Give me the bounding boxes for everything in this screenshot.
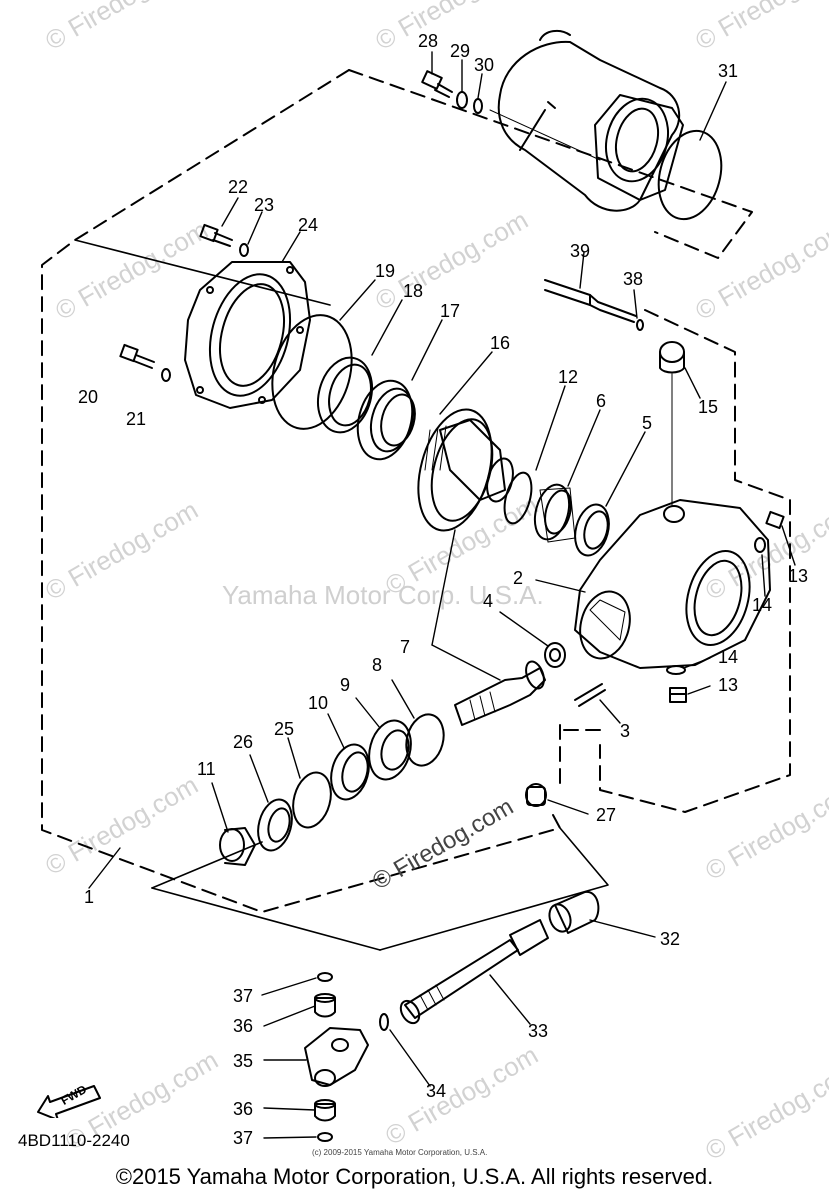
callout-34: 34 [426,1081,447,1101]
bearing-9 [368,719,412,781]
plug-15 [659,341,685,374]
leader-lines [88,51,796,1139]
callout-3: 3 [620,721,631,741]
callout-9: 9 [340,675,351,695]
seal-5 [574,503,610,557]
yoke-35 [304,1027,369,1087]
callout-36-lower: 36 [233,1099,254,1119]
bolt-20 [119,343,155,369]
washer-14-lower [666,665,686,675]
callout-19: 19 [375,261,396,281]
callout-27: 27 [596,805,617,825]
bearing-6 [533,483,576,543]
forward-arrow-icon [37,1085,101,1118]
callout-20: 20 [78,387,99,407]
nut-27 [525,783,547,807]
callout-14-upper: 14 [752,595,773,615]
clip-37-lower [317,1132,333,1142]
diagram-code: 4BD1110-2240 [18,1131,130,1150]
callout-22: 22 [228,177,249,197]
callout-38: 38 [623,269,644,289]
clip-34 [379,1013,389,1031]
nut-10 [330,743,370,801]
shim-8 [405,713,445,767]
rear-housing-31 [497,29,723,221]
callout-29: 29 [450,41,471,61]
stud-3 [574,683,606,707]
callout-15: 15 [698,397,719,417]
callout-10: 10 [308,693,329,713]
gear-case-2 [574,499,771,669]
washer-23 [239,243,249,257]
callout-6: 6 [596,391,607,411]
small-copyright: (c) 2009-2015 Yamaha Motor Corporation, … [312,1148,488,1157]
footer-copyright: ©2015 Yamaha Motor Corporation, U.S.A. A… [115,1164,714,1189]
callout-24: 24 [298,215,319,235]
washer-14-upper [754,537,766,553]
callout-16: 16 [490,333,511,353]
callout-28: 28 [418,31,439,51]
callout-23: 23 [254,195,275,215]
bolt-28 [421,70,453,98]
callout-21: 21 [126,409,147,429]
callout-26: 26 [233,732,254,752]
washer-29 [456,91,468,109]
bearing-17 [356,379,416,461]
assembly-outline [41,69,791,913]
washer-21 [161,368,171,382]
callout-37-upper: 37 [233,986,254,1006]
callout-31: 31 [718,61,739,81]
callout-35: 35 [233,1051,254,1071]
oil-seal-18 [317,356,373,434]
callout-11: 11 [197,759,216,779]
bearing-4 [544,642,566,668]
callout-17: 17 [440,301,461,321]
bolt-22 [199,223,233,247]
callout-12: 12 [558,367,579,387]
callout-37-lower: 37 [233,1128,254,1148]
callout-4: 4 [483,591,494,611]
plug-13-lower [669,687,687,703]
callout-33: 33 [528,1021,549,1041]
clip-37-upper [317,972,333,982]
callout-5: 5 [642,413,653,433]
pin-39 [544,279,637,323]
callout-32: 32 [660,929,681,949]
washer-30 [473,98,483,114]
drive-shaft-33 [399,919,549,1025]
gasket-19 [271,314,353,430]
coupling-11 [219,827,256,866]
callout-7: 7 [400,637,411,657]
callout-25: 25 [274,719,295,739]
pinion-shaft-7 [454,660,546,726]
cover-24 [184,261,311,409]
callout-36-upper: 36 [233,1016,254,1036]
ring-gear-16 [417,408,514,532]
callout-1: 1 [84,887,95,907]
callout-13-lower: 13 [718,675,739,695]
cap-36-lower [314,1099,336,1122]
callout-13-upper: 13 [788,566,809,586]
callout-14-lower: 14 [718,647,739,667]
callout-39: 39 [570,241,591,261]
frame-lines [74,239,609,951]
callout-8: 8 [372,655,383,675]
coupling-32 [548,890,600,934]
ring-25 [292,771,332,829]
callout-2: 2 [513,568,524,588]
shim-12 [503,471,533,525]
plug-13-upper [765,510,785,530]
cap-36-upper [314,993,336,1018]
center-watermark: Yamaha Motor Corp. U.S.A. [222,580,544,610]
callout-18: 18 [403,281,424,301]
bearing-26 [257,798,293,852]
clip-38 [636,319,644,331]
callout-30: 30 [474,55,495,75]
